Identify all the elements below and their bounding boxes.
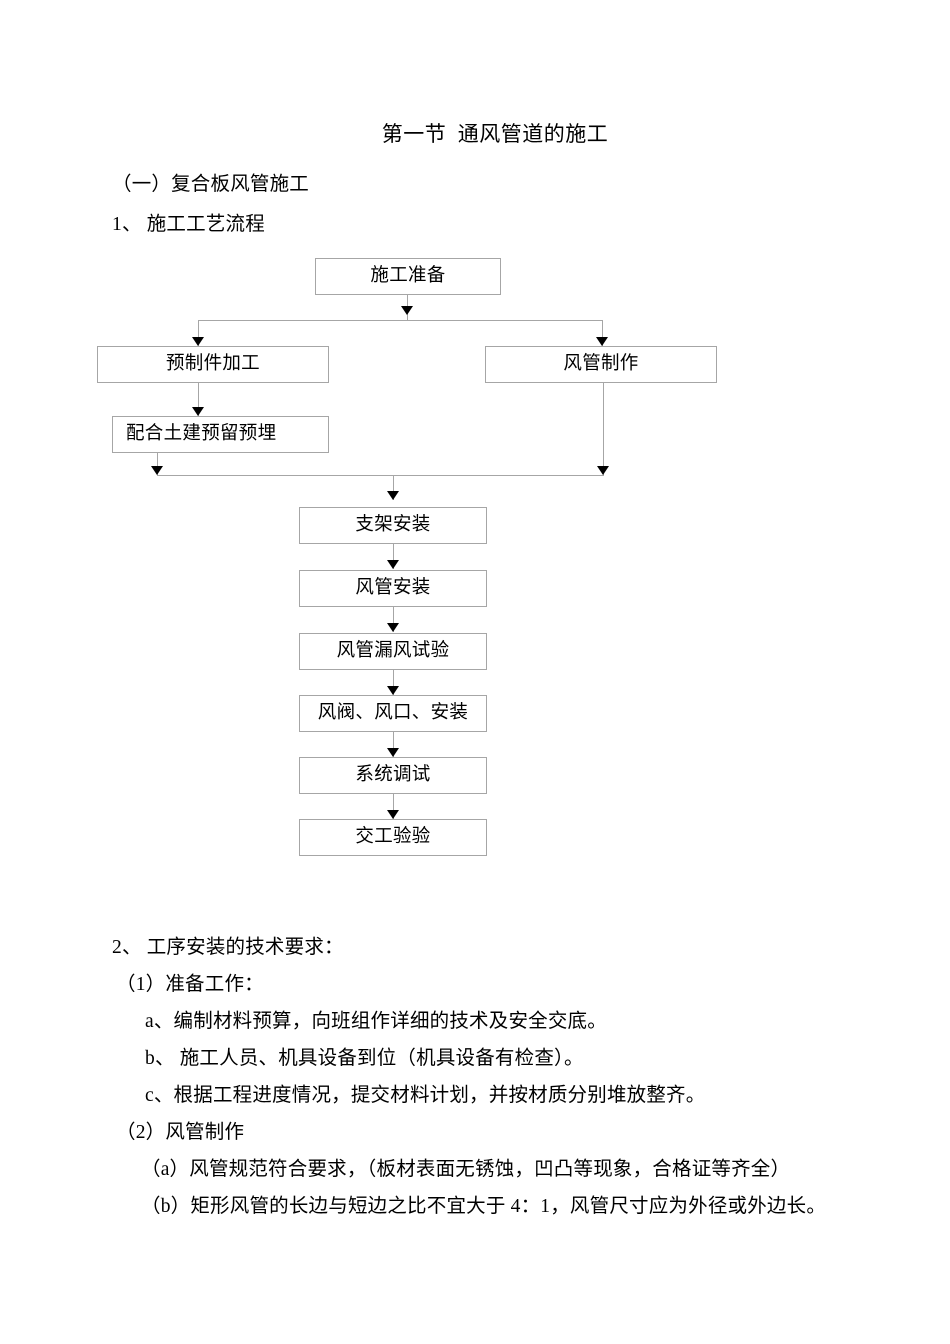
connector-split-left bbox=[198, 320, 199, 346]
flow-node-chain-4: 系统调试 bbox=[299, 757, 487, 794]
arrowhead-chain-down-5 bbox=[387, 810, 399, 819]
arrowhead-chain-down-2 bbox=[387, 623, 399, 632]
arrowhead-split-right bbox=[596, 337, 608, 346]
arrowhead-chain-down-0 bbox=[387, 491, 399, 500]
flow-node-chain-5: 交工验验 bbox=[299, 819, 487, 856]
subsection-heading-1: 1、 施工工艺流程 bbox=[112, 214, 265, 235]
flow-node-chain-0: 支架安装 bbox=[299, 507, 487, 544]
connector-chain-3-4 bbox=[393, 732, 394, 757]
flow-node-start: 施工准备 bbox=[315, 258, 501, 295]
body-item-2: 2、 工序安装的技术要求： bbox=[112, 937, 344, 958]
flow-node-chain-3: 风阀、风口、安装 bbox=[299, 695, 487, 732]
body-item-2-2: （2）风管制作 bbox=[116, 1122, 245, 1143]
section-heading: （一）复合板风管施工 bbox=[112, 174, 310, 195]
body-item-2-1-b: b、 施工人员、机具设备到位（机具设备有检查）。 bbox=[145, 1048, 584, 1069]
connector-embedded-to-merge bbox=[157, 453, 158, 475]
flow-node-chain-1: 风管安装 bbox=[299, 570, 487, 607]
flow-node-duct-fabrication: 风管制作 bbox=[485, 346, 717, 383]
body-item-2-2-b: （b）矩形风管的长边与短边之比不宜大于 4：1，风管尺寸应为外径或外边长。 bbox=[141, 1196, 827, 1217]
page-title: 第一节 通风管道的施工 bbox=[381, 122, 609, 146]
connector-fabrication-to-merge bbox=[603, 383, 604, 475]
arrowhead-chain-down-3 bbox=[387, 686, 399, 695]
arrowhead-merge-left bbox=[151, 466, 163, 475]
flow-node-prefab-processing: 预制件加工 bbox=[97, 346, 329, 383]
flow-node-civil-embedded: 配合土建预留预埋 bbox=[112, 416, 329, 453]
arrowhead-chain-down-1 bbox=[387, 560, 399, 569]
connector-chain-1-2 bbox=[393, 607, 394, 632]
arrowhead-embedded-down bbox=[192, 407, 204, 416]
split-bar bbox=[198, 320, 603, 321]
arrowhead-chain-down-4 bbox=[387, 748, 399, 757]
arrowhead-split-left bbox=[192, 337, 204, 346]
connector-chain-4-5 bbox=[393, 794, 394, 819]
connector-merge-to-chain bbox=[393, 475, 394, 500]
connector-prefab-to-embedded bbox=[198, 383, 199, 416]
connector-chain-0-1 bbox=[393, 544, 394, 569]
body-item-2-1: （1）准备工作： bbox=[116, 974, 264, 995]
connector-chain-2-3 bbox=[393, 670, 394, 695]
flow-node-chain-2: 风管漏风试验 bbox=[299, 633, 487, 670]
connector-start-to-split bbox=[407, 295, 408, 320]
arrowhead-merge-right bbox=[597, 466, 609, 475]
merge-bar bbox=[157, 475, 604, 476]
connector-split-right bbox=[602, 320, 603, 346]
arrowhead-start-down bbox=[401, 306, 413, 315]
body-item-2-1-c: c、根据工程进度情况，提交材料计划，并按材质分别堆放整齐。 bbox=[145, 1085, 706, 1106]
body-item-2-1-a: a、编制材料预算，向班组作详细的技术及安全交底。 bbox=[145, 1011, 607, 1032]
body-item-2-2-a: （a）风管规范符合要求，（板材表面无锈蚀，凹凸等现象，合格证等齐全） bbox=[141, 1159, 791, 1180]
